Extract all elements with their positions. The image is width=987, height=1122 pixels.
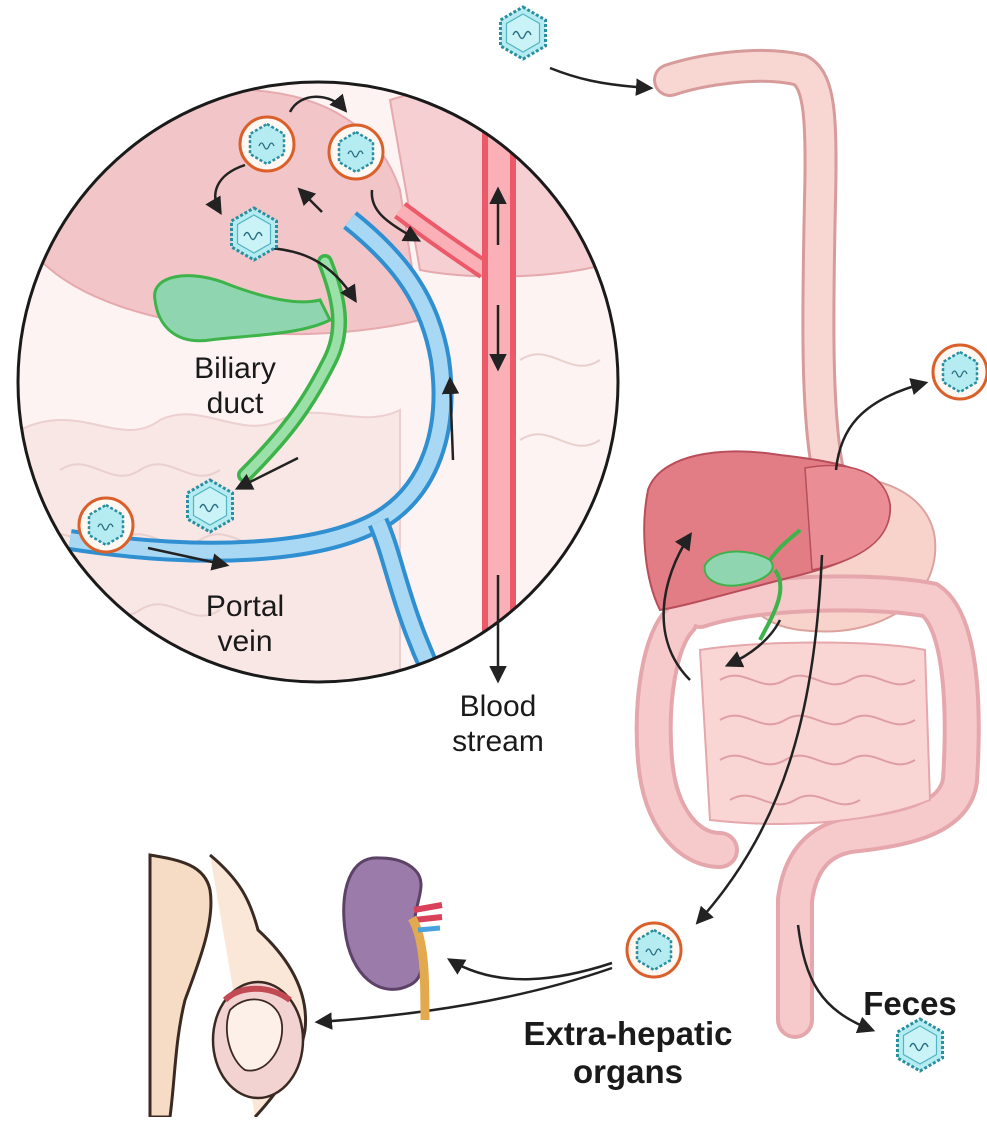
- naked-virus-icon: [501, 7, 546, 59]
- extra-hepatic-organs-label: Extra-hepatic organs: [478, 1015, 778, 1091]
- feces-label: Feces: [845, 985, 975, 1023]
- digestive-system: [644, 66, 961, 1020]
- portal-vein-label-line1: Portal: [180, 590, 310, 625]
- portal-vein-label: Portal vein: [180, 590, 310, 659]
- magnified-liver-view: [18, 82, 620, 730]
- enveloped-virus-icon: [240, 117, 294, 171]
- blood-stream-label-line2: stream: [428, 725, 568, 760]
- extra-hepatic-label-line1: Extra-hepatic: [478, 1015, 778, 1053]
- biliary-duct-label-line2: duct: [170, 387, 300, 422]
- portal-vein-label-line2: vein: [180, 625, 310, 660]
- kidney-illustration: [344, 858, 442, 1020]
- enveloped-virus-icon: [627, 923, 681, 977]
- naked-virus-icon: [898, 1019, 943, 1071]
- pregnant-figure-illustration: [150, 855, 306, 1117]
- enveloped-virus-icon: [329, 125, 383, 179]
- blood-stream-label-line1: Blood: [428, 690, 568, 725]
- biliary-duct-label: Biliary duct: [170, 352, 300, 421]
- enveloped-virus-icon: [79, 498, 133, 552]
- extra-hepatic-label-line2: organs: [478, 1053, 778, 1091]
- enveloped-virus-icon: [933, 345, 987, 399]
- blood-stream-label: Blood stream: [428, 690, 568, 759]
- biliary-duct-label-line1: Biliary: [170, 352, 300, 387]
